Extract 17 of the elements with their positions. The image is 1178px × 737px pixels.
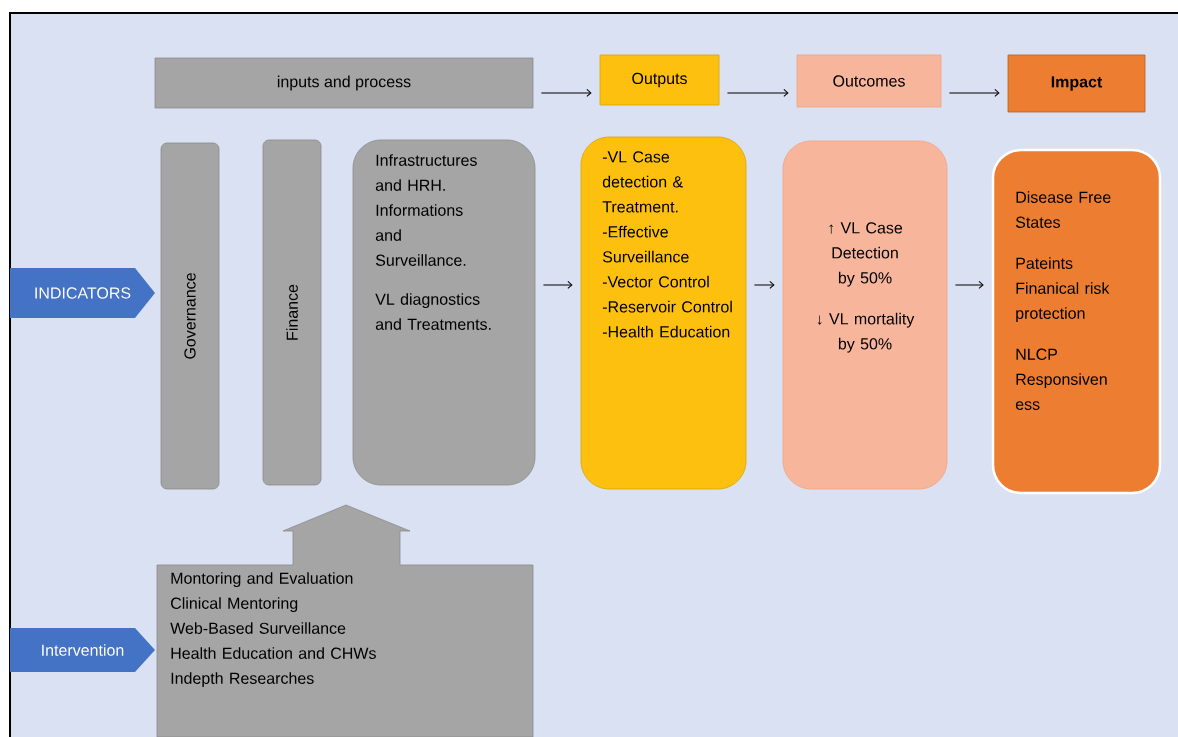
intervention-box: Montoring and Evaluation Clinical Mentoring Web-Based Surveillance Health Education and CHWs Indepth Researches — [156, 504, 534, 737]
process-box: Governance — [160, 142, 220, 490]
arrow — [540, 89, 592, 97]
arrow — [954, 281, 984, 289]
header-box: inputs and process — [154, 57, 534, 109]
impact-box: Disease Free States Pateints Finanical risk protection NLCP Responsiven ess — [991, 148, 1162, 495]
arrow — [726, 89, 789, 97]
outcome-box: ↑ VL Case Detection by 50% ↓ VL mortality by 50% — [782, 140, 948, 490]
arrow — [948, 89, 1000, 97]
header-box: Outputs — [599, 54, 720, 106]
arrow — [542, 281, 573, 289]
process-box: Infrastructures and HRH. Informations and Surveillance. VL diagnostics and Treatments. — [352, 139, 536, 486]
header-box: Outcomes — [796, 54, 942, 108]
header-box: Impact — [1007, 54, 1146, 113]
output-box: -VL Case detection & Treatment. -Effective Surveillance -Vector Control -Reservoir Control -Health Education — [580, 136, 747, 490]
process-box: Finance — [262, 139, 322, 486]
arrow — [753, 281, 775, 289]
